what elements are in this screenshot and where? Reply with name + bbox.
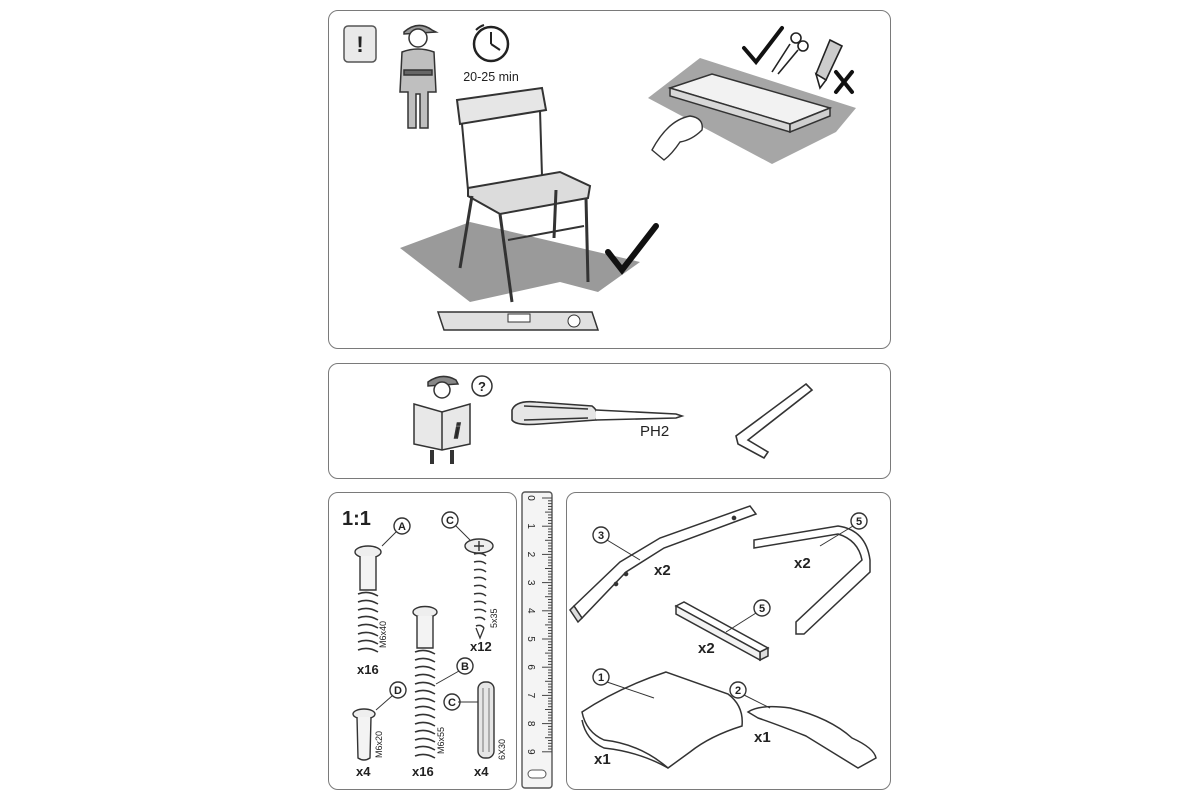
cross-icon: [834, 70, 854, 94]
ruler-tick-label: 5: [525, 636, 536, 642]
part-qty: x1: [594, 751, 611, 768]
fastener-qty: x16: [412, 764, 434, 779]
part-number: 3: [598, 530, 604, 542]
part-number: 5: [856, 516, 862, 528]
ruler-tick-label: 6: [525, 664, 536, 670]
fastener-qty: x12: [470, 639, 492, 654]
floor-mat: [400, 222, 640, 302]
scissors-icon: [771, 32, 809, 75]
packaged-board: [667, 73, 833, 134]
fastener-c-dowel: C 6X30 x4: [443, 681, 507, 779]
question-mark: ?: [478, 379, 486, 394]
spirit-level-icon: [436, 311, 600, 331]
fastener-qty: x4: [356, 764, 371, 779]
manual-reader-icon: i: [413, 375, 471, 464]
fastener-size: 5x35: [489, 608, 499, 628]
clock-icon: [472, 24, 510, 63]
fastener-letter: B: [461, 661, 469, 673]
part-qty: x2: [654, 562, 671, 579]
warning-symbol: !: [356, 32, 363, 57]
fastener-a: A M6x40 x16: [354, 517, 411, 677]
question-bubble-icon: ?: [471, 375, 493, 397]
part-qty: x2: [698, 640, 715, 657]
ruler-tick-label: 9: [525, 749, 536, 755]
fastener-size: M6x20: [374, 731, 384, 758]
fastener-c-screw: C 5x35 x12: [441, 511, 499, 654]
ruler-tick-label: 0: [525, 495, 536, 501]
exclamation-icon: !: [343, 25, 377, 63]
checkmark-icon: [605, 223, 659, 275]
fastener-size: M6x55: [436, 727, 446, 754]
fastener-b: B M6x55 x16: [412, 605, 474, 779]
ruler-tick-label: 8: [525, 721, 536, 727]
checkmark-icon: [742, 26, 784, 66]
ruler-tick-label: 4: [525, 608, 536, 614]
part-2-backrest: [746, 705, 877, 769]
assembly-time: 20-25 min: [463, 70, 519, 84]
fastener-size: 6X30: [497, 739, 507, 760]
ruler-tick-label: 7: [525, 693, 536, 699]
info-letter: i: [454, 421, 460, 443]
utility-knife-icon: [814, 38, 844, 90]
scale-label: 1:1: [342, 508, 371, 530]
ruler-tick-label: 2: [525, 552, 536, 558]
part-qty: x2: [794, 555, 811, 572]
part-5-stretcher: [674, 601, 770, 662]
part-4-u-frame: [753, 525, 871, 635]
part-number: 2: [735, 685, 741, 697]
fastener-letter: D: [394, 685, 402, 697]
fastener-qty: x4: [474, 764, 489, 779]
part-number: 1: [598, 672, 604, 684]
ruler-tick-label: 1: [525, 523, 536, 529]
ruler-tick-label: 3: [525, 580, 536, 586]
part-qty: x1: [754, 729, 771, 746]
part-number: 5: [759, 603, 765, 615]
part-1-seat: [581, 671, 743, 769]
fastener-qty: x16: [357, 662, 379, 677]
chair-illustration: [455, 86, 592, 303]
fastener-letter: C: [446, 515, 454, 527]
fastener-letter: A: [398, 521, 406, 533]
allen-key-icon: [735, 382, 814, 460]
screwdriver-size-label: PH2: [640, 423, 669, 440]
screwdriver-icon: [511, 400, 685, 426]
fastener-letter: C: [448, 697, 456, 709]
fastener-size: M6x40: [378, 621, 388, 648]
worker-icon: [399, 24, 439, 129]
part-3-side-rail: [569, 505, 758, 624]
hand-icon: [651, 115, 703, 161]
fastener-d: D M6x20 x4: [352, 681, 407, 779]
